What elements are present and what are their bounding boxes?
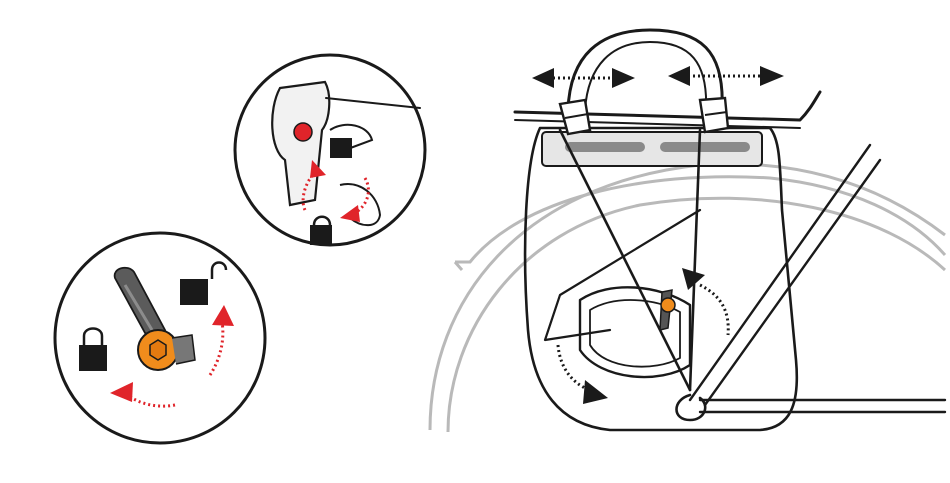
main-rotate-arrow-up-trail: [699, 283, 730, 336]
mounting-rail-plate: [541, 131, 763, 167]
cam-hex-bolt: [149, 339, 167, 361]
fender-outer-arc: [428, 162, 946, 431]
cam-lever-highlight: [123, 284, 157, 336]
main-rotate-arrow-up-head: [682, 268, 705, 290]
lock-closed-icon: [79, 327, 107, 371]
carry-handle: [566, 28, 724, 112]
top-hook-left: [558, 98, 592, 136]
cam-clamp-jaw: [171, 334, 196, 365]
rack-stay-left: [558, 128, 692, 392]
top-red-arrow-up-head: [310, 160, 326, 178]
bottom-red-arrow-down-head: [110, 382, 133, 402]
fender-inner-arc: [455, 175, 947, 264]
lower-hook-window: [578, 286, 692, 379]
fender-left-tip: [453, 261, 464, 271]
rack-top-tube: [513, 90, 822, 122]
top-red-arrow-down-head: [340, 205, 360, 222]
top-hook-right: [698, 96, 730, 134]
wheel-ghost-arcs: [428, 162, 947, 433]
wheel-arc: [446, 196, 947, 433]
frame-chain-stay: [698, 398, 947, 414]
main-scene: [428, 28, 947, 433]
frame-seat-stay: [688, 143, 872, 402]
lower-cam-lever: [659, 289, 676, 331]
main-rotate-arrow-down-trail: [556, 344, 591, 392]
dropout-hook: [675, 393, 707, 422]
lock-closed-icon: [310, 215, 332, 245]
rail-slot-right: [660, 142, 750, 152]
main-rotate-arrow-down-head: [583, 380, 608, 404]
rail-slot-left: [565, 142, 645, 152]
carry-handle-inner: [584, 41, 708, 111]
lock-open-icon: [180, 261, 228, 305]
clamp-rail-line: [325, 97, 421, 109]
adjust-arrow-left: [532, 68, 635, 88]
pannier-bag-outline: [523, 126, 799, 432]
rack-stay-cross: [543, 208, 702, 342]
detail-circle-top: [233, 53, 427, 247]
adjust-arrow-right: [668, 66, 784, 86]
rack-top-tube-lower: [514, 119, 801, 129]
clamp-red-knob: [293, 122, 313, 142]
frame-seat-stay-2: [703, 158, 882, 407]
detail-circle-bottom: [53, 231, 267, 445]
lower-hook-inner: [589, 299, 681, 368]
bottom-red-arrow-up-head: [212, 305, 234, 326]
bottom-red-arrow-up-trail: [208, 321, 225, 376]
rack-stay-right: [688, 128, 702, 392]
lock-closed-icon: [330, 138, 352, 158]
